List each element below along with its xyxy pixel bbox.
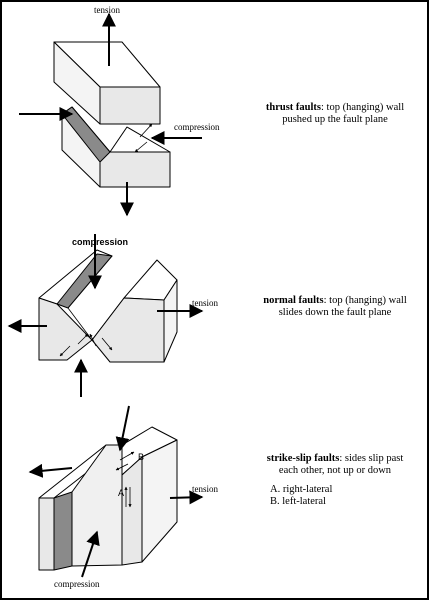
strike-left-block-front <box>38 497 55 571</box>
strike-slip-description: strike-slip faults: sides slip past each… <box>250 453 420 477</box>
normal-title: normal faults <box>263 295 324 306</box>
strike-letter-b: B <box>138 452 144 462</box>
strike-right-block-side <box>141 439 178 563</box>
strike-slip-desc-line1: : sides slip past <box>339 453 404 464</box>
thrust-hanging-wall-front <box>99 86 161 125</box>
normal-desc-line2: slides down the fault plane <box>278 307 392 318</box>
thrust-fault-diagram <box>19 12 202 217</box>
strike-compression-arrow-down <box>115 405 130 452</box>
thrust-tension-label: tension <box>94 5 120 15</box>
thrust-title: thrust faults <box>265 102 322 113</box>
normal-compression-label: compression <box>72 237 128 247</box>
strike-slip-desc-line2: each other, not up or down <box>278 465 392 476</box>
strike-tension-arrow-left <box>28 463 73 478</box>
strike-tension-label: tension <box>192 484 218 494</box>
thrust-fault-plane <box>109 126 171 153</box>
thrust-desc-line2: pushed up the fault plane <box>282 114 388 125</box>
strike-slip-option-a: A. right-lateral <box>270 484 333 495</box>
thrust-hanging-wall-side <box>53 41 101 125</box>
normal-right-block-side <box>163 279 178 363</box>
strike-slip-title: strike-slip faults <box>266 453 340 464</box>
thrust-compression-label: compression <box>174 122 220 132</box>
strike-compression-arrow-up <box>81 530 100 578</box>
strike-left-block-face <box>71 444 123 567</box>
normal-desc-line1: : top (hanging) wall <box>323 295 407 306</box>
normal-fault-diagram <box>7 234 204 397</box>
strike-letter-a: A <box>118 488 124 498</box>
normal-fault-surface-shade <box>56 253 113 309</box>
strike-right-block-front <box>121 456 143 566</box>
thrust-desc-line1: : top (hanging) wall <box>321 102 405 113</box>
strike-slip-fault-diagram <box>28 405 204 578</box>
strike-tension-arrow-right <box>169 490 204 505</box>
strike-slip-option-b: B. left-lateral <box>270 496 326 507</box>
strike-compression-label: compression <box>54 579 100 589</box>
normal-right-block-front <box>91 297 165 363</box>
normal-tension-label: tension <box>192 298 218 308</box>
normal-left-block-front <box>38 297 93 361</box>
thrust-footwall-front <box>99 151 171 188</box>
strike-slip-options: A. right-lateral B. left-lateral <box>270 484 410 508</box>
strike-fault-face-shade <box>53 491 73 571</box>
thrust-description: thrust faults: top (hanging) wall pushed… <box>250 102 420 126</box>
normal-description: normal faults: top (hanging) wall slides… <box>250 295 420 319</box>
